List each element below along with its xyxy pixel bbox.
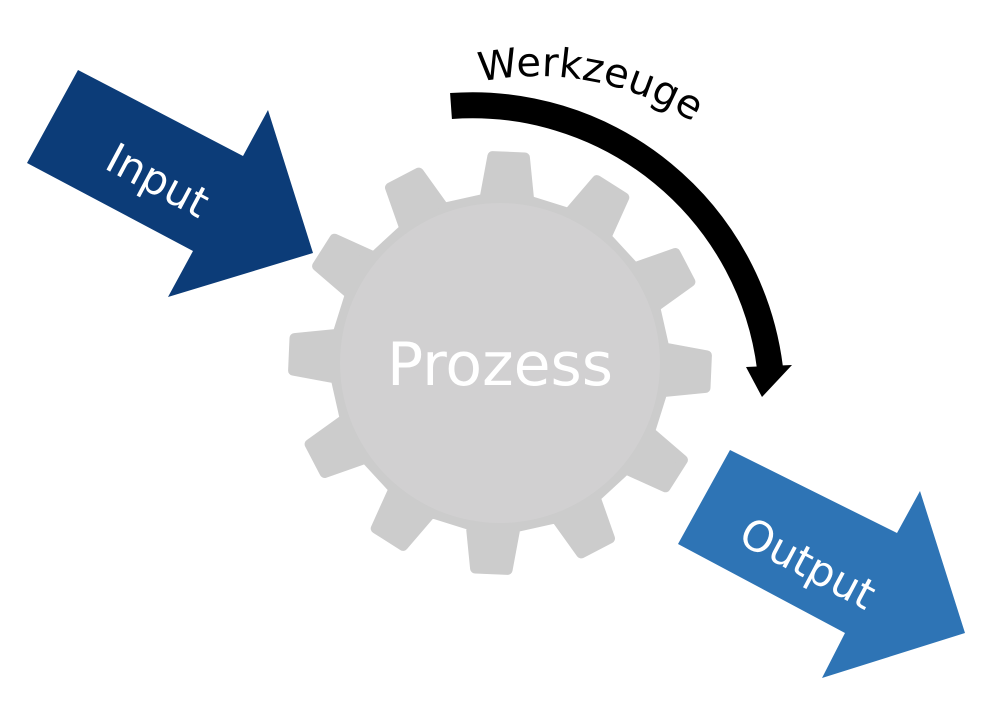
output-arrow: Output <box>678 450 965 678</box>
tools-arrow-arc <box>450 92 783 370</box>
input-arrow: Input <box>27 70 313 297</box>
process-label: Prozess <box>387 330 613 400</box>
output-arrow-shape <box>678 450 965 678</box>
gear-hub <box>340 203 660 523</box>
input-arrow-shape <box>27 70 313 297</box>
process-gear: Prozess <box>288 151 712 575</box>
tools-arrowhead <box>746 365 792 397</box>
